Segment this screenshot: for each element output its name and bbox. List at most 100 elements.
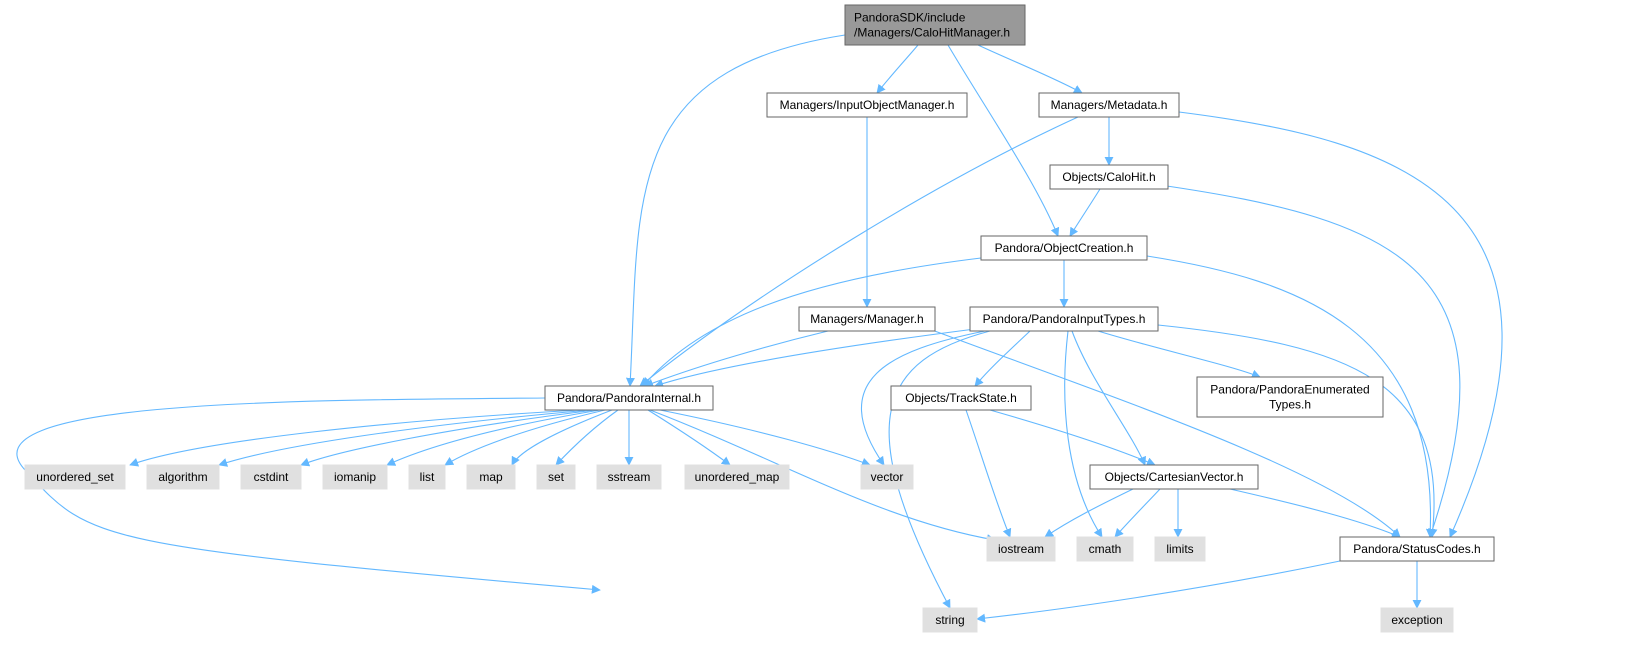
node-box xyxy=(980,235,1148,261)
node-label: limits xyxy=(1166,542,1193,556)
edge-pandora_internal-to-iostream xyxy=(649,409,996,544)
node-label: algorithm xyxy=(158,470,207,484)
edge-pandora_internal-to-vector xyxy=(659,409,871,467)
node-label: unordered_set xyxy=(36,470,114,484)
node-label: map xyxy=(479,470,503,484)
edge-root-to-input_object_manager xyxy=(876,44,919,94)
node-unordered-map: unordered_map xyxy=(684,464,790,490)
node-pandora-internal[interactable]: Pandora/PandoraInternal.h xyxy=(544,385,714,411)
edge-object_creation-to-status_codes xyxy=(1146,255,1435,538)
node-label: Objects/CartesianVector.h xyxy=(1105,470,1244,484)
node-box xyxy=(1196,376,1384,418)
node-manager[interactable]: Managers/Manager.h xyxy=(798,306,936,332)
node-box xyxy=(24,464,126,490)
node-label: cstdint xyxy=(254,470,289,484)
node-box xyxy=(240,464,302,490)
edge-pandora_internal-to-unordered_map xyxy=(647,409,731,466)
edge-root-to-pandora_internal xyxy=(625,34,846,387)
edge-pandora_input_types-to-track_state xyxy=(974,330,1031,387)
node-unordered-set: unordered_set xyxy=(24,464,126,490)
edge-pandora_input_types-to-pandora_internal xyxy=(654,328,976,388)
edge-cartesian_vector-to-iostream xyxy=(1044,488,1134,538)
node-label: /Managers/CaloHitManager.h xyxy=(854,26,1010,40)
node-status-codes[interactable]: Pandora/StatusCodes.h xyxy=(1339,536,1495,562)
node-label: Pandora/StatusCodes.h xyxy=(1353,542,1480,556)
node-cartesian-vector[interactable]: Objects/CartesianVector.h xyxy=(1089,464,1259,490)
node-algorithm: algorithm xyxy=(146,464,220,490)
node-box xyxy=(1339,536,1495,562)
node-root[interactable]: PandoraSDK/include/Managers/CaloHitManag… xyxy=(844,4,1026,46)
node-map: map xyxy=(466,464,516,490)
edge-calo_hit-to-status_codes xyxy=(1159,184,1461,538)
node-label: Pandora/PandoraEnumerated xyxy=(1210,383,1369,397)
node-vector: vector xyxy=(860,464,914,490)
edge-calo_hit-to-object_creation xyxy=(1069,188,1101,237)
node-box xyxy=(890,385,1032,411)
node-label: Objects/TrackState.h xyxy=(905,391,1017,405)
node-box xyxy=(596,464,662,490)
node-label: Types.h xyxy=(1269,398,1311,412)
edge-cartesian_vector-to-status_codes xyxy=(1229,488,1401,538)
node-label: Pandora/PandoraInputTypes.h xyxy=(983,312,1146,326)
edge-pandora_internal-to-map xyxy=(511,409,613,466)
edge-track_state-to-cartesian_vector xyxy=(989,409,1156,466)
node-label: sstream xyxy=(608,470,651,484)
edge-pandora_internal-to-list xyxy=(444,409,606,466)
edge-pandora_internal-to-unordered_set xyxy=(129,409,581,467)
node-pandora-input-types[interactable]: Pandora/PandoraInputTypes.h xyxy=(969,306,1159,332)
node-object-creation[interactable]: Pandora/ObjectCreation.h xyxy=(980,235,1148,261)
edge-cartesian_vector-to-cmath xyxy=(1114,488,1161,538)
node-label: Managers/InputObjectManager.h xyxy=(780,98,955,112)
node-iostream: iostream xyxy=(986,536,1056,562)
node-box xyxy=(1076,536,1134,562)
edge-pandora_internal-to-algorithm xyxy=(218,409,591,467)
nodes-layer: PandoraSDK/include/Managers/CaloHitManag… xyxy=(24,4,1495,633)
node-box xyxy=(844,4,1026,46)
node-label: Pandora/ObjectCreation.h xyxy=(995,241,1134,255)
edge-manager-to-status_codes xyxy=(931,329,1401,538)
node-cmath: cmath xyxy=(1076,536,1134,562)
node-box xyxy=(798,306,936,332)
node-box xyxy=(986,536,1056,562)
node-calo-hit[interactable]: Objects/CaloHit.h xyxy=(1049,164,1169,190)
node-label: PandoraSDK/include xyxy=(854,11,966,25)
edge-metadata-to-pandora_internal xyxy=(639,116,1079,387)
node-label: set xyxy=(548,470,565,484)
node-label: iomanip xyxy=(334,470,376,484)
node-track-state[interactable]: Objects/TrackState.h xyxy=(890,385,1032,411)
edge-pandora_input_types-to-vector xyxy=(861,330,986,466)
node-box xyxy=(1038,92,1180,118)
edge-pandora_internal-to-set xyxy=(555,409,619,466)
node-label: Managers/Metadata.h xyxy=(1051,98,1168,112)
node-box xyxy=(322,464,388,490)
node-box xyxy=(1049,164,1169,190)
node-box xyxy=(544,385,714,411)
node-box xyxy=(922,607,978,633)
node-list: list xyxy=(408,464,446,490)
node-box xyxy=(1380,607,1454,633)
node-box xyxy=(536,464,576,490)
node-label: vector xyxy=(871,470,904,484)
node-metadata[interactable]: Managers/Metadata.h xyxy=(1038,92,1180,118)
node-label: iostream xyxy=(998,542,1044,556)
node-label: unordered_map xyxy=(695,470,780,484)
node-label: Objects/CaloHit.h xyxy=(1062,170,1155,184)
edge-root-to-metadata xyxy=(977,44,1083,94)
node-box xyxy=(408,464,446,490)
node-set: set xyxy=(536,464,576,490)
edge-pandora_input_types-to-cmath xyxy=(1064,330,1103,538)
node-box xyxy=(1089,464,1259,490)
node-box xyxy=(466,464,516,490)
node-label: cmath xyxy=(1089,542,1122,556)
node-box xyxy=(146,464,220,490)
node-label: Managers/Manager.h xyxy=(810,312,923,326)
node-label: exception xyxy=(1391,613,1442,627)
edge-pandora_input_types-to-pandora_enumerated_types xyxy=(1097,330,1261,379)
node-input-object-manager[interactable]: Managers/InputObjectManager.h xyxy=(766,92,968,118)
node-limits: limits xyxy=(1154,536,1206,562)
node-iomanip: iomanip xyxy=(322,464,388,490)
node-label: string xyxy=(935,613,964,627)
edge-pandora_input_types-to-cartesian_vector xyxy=(1071,330,1146,466)
edge-metadata-to-status_codes xyxy=(1178,111,1503,538)
